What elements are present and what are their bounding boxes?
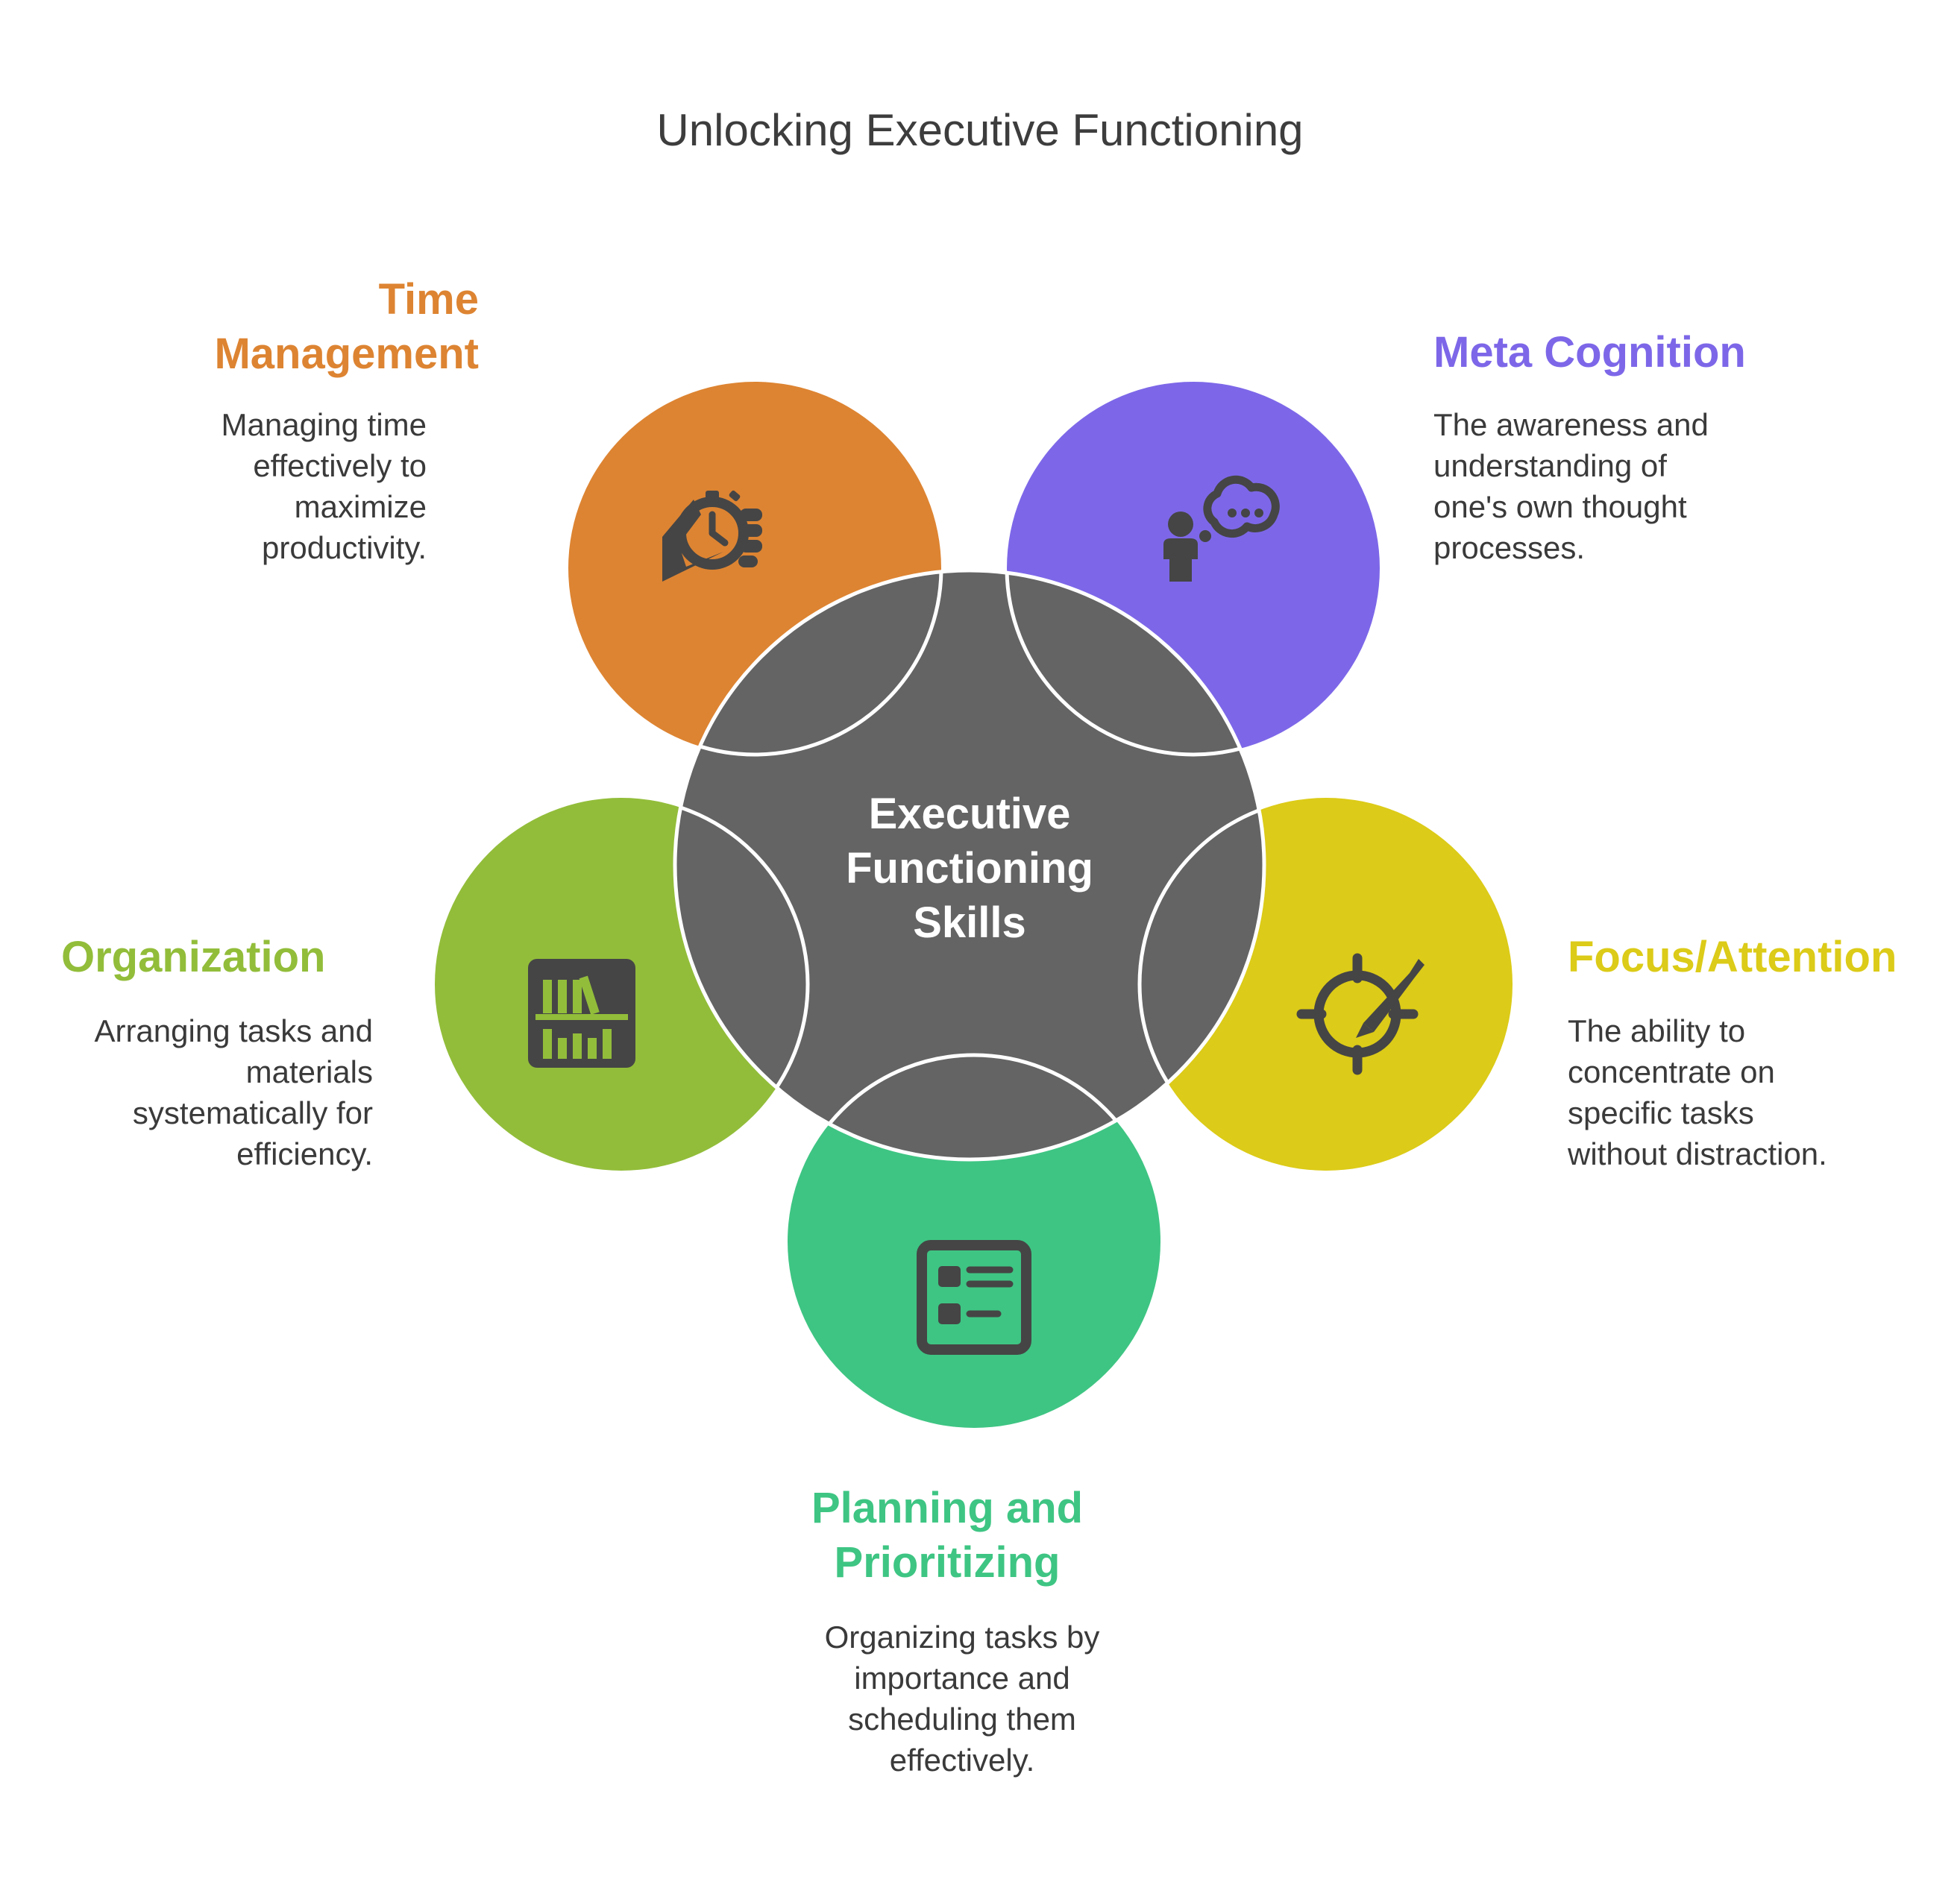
checklist-icon (917, 1240, 1031, 1355)
focus-attention-description: The ability to concentrate on specific t… (1568, 1013, 1827, 1171)
organization-title: Organization (61, 933, 326, 981)
meta-cognition-overlap-arc (1005, 570, 1264, 757)
target-pen-icon (1296, 953, 1425, 1075)
stopwatch-hand-icon (662, 490, 762, 582)
focus-attention-overlap-arc (1137, 796, 1264, 1159)
center-circle (673, 568, 1266, 1162)
page-title: Unlocking Executive Functioning (656, 105, 1304, 155)
time-management-title: Time Management (214, 275, 479, 378)
planning-prioritizing-description: Organizing tasks by importance and sched… (824, 1620, 1100, 1778)
planning-prioritizing-overlap-arc (785, 1053, 1163, 1159)
meta-cognition-description: The awareness and understanding of one's… (1433, 407, 1709, 565)
time-management-description: Managing time effectively to maximize pr… (221, 407, 427, 565)
person-thought-bubble-icon (1163, 475, 1280, 582)
focus-attention-title: Focus/Attention (1568, 933, 1897, 981)
center-label: Executive Functioning Skills (846, 790, 1093, 947)
planning-prioritizing-title: Planning and Prioritizing (811, 1484, 1084, 1587)
bookshelf-icon (528, 959, 635, 1068)
overlap-arcs (675, 570, 1264, 1159)
time-management-overlap-arc (675, 570, 943, 757)
organization-description: Arranging tasks and materials systematic… (94, 1013, 373, 1171)
meta-cognition-title: Meta Cognition (1433, 328, 1746, 377)
organization-overlap-arc (675, 796, 810, 1159)
